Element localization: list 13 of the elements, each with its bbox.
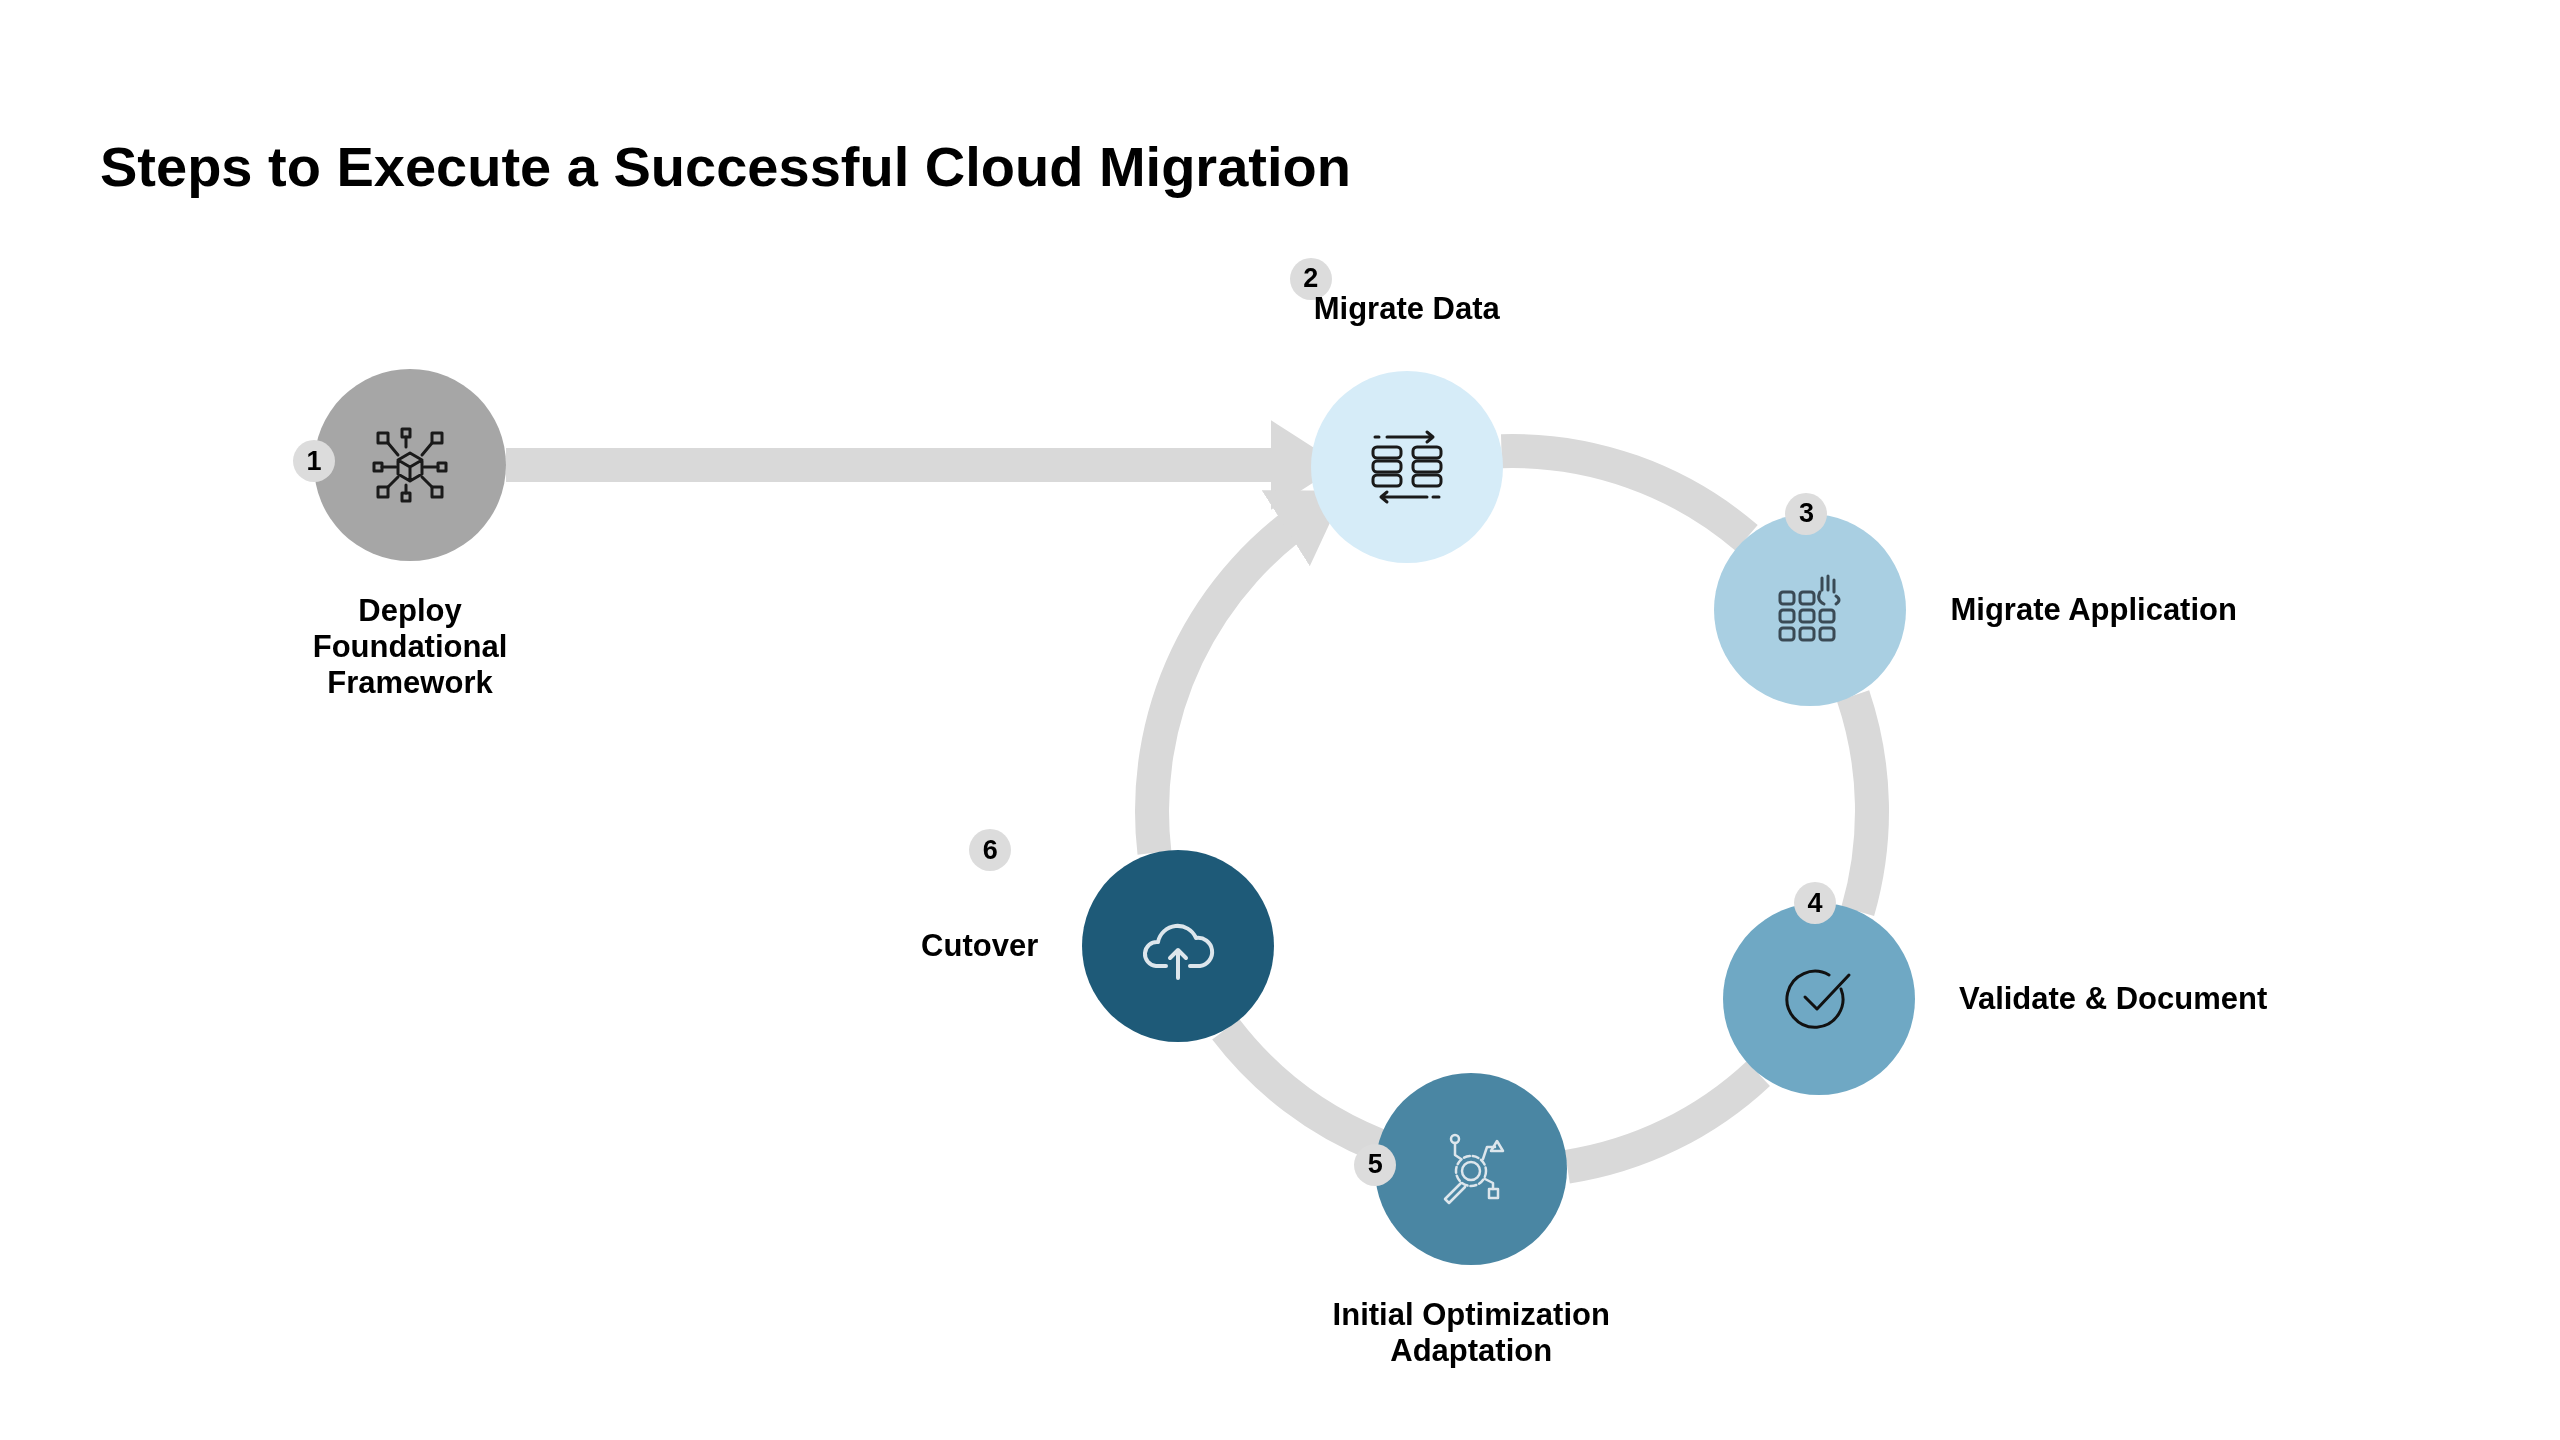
step-title: Migrate Application xyxy=(1950,591,2238,628)
connector-arc xyxy=(1500,434,1757,552)
connector-arc xyxy=(1563,1060,1770,1184)
diagram-title: Steps to Execute a Successful Cloud Migration xyxy=(100,134,1351,200)
step-title: Deploy Foundational Framework xyxy=(311,593,509,701)
step-number-badge: 4 xyxy=(1793,882,1836,925)
step-title: Cutover xyxy=(920,927,1039,964)
step-title: Validate & Document xyxy=(1958,981,2269,1018)
step-number-badge: 1 xyxy=(293,440,335,482)
step-number-badge: 6 xyxy=(969,828,1012,871)
step-title: Initial Optimization Adaptation xyxy=(1331,1296,1611,1369)
step-number-badge: 3 xyxy=(1785,492,1828,535)
connector-arc xyxy=(1836,691,1889,916)
